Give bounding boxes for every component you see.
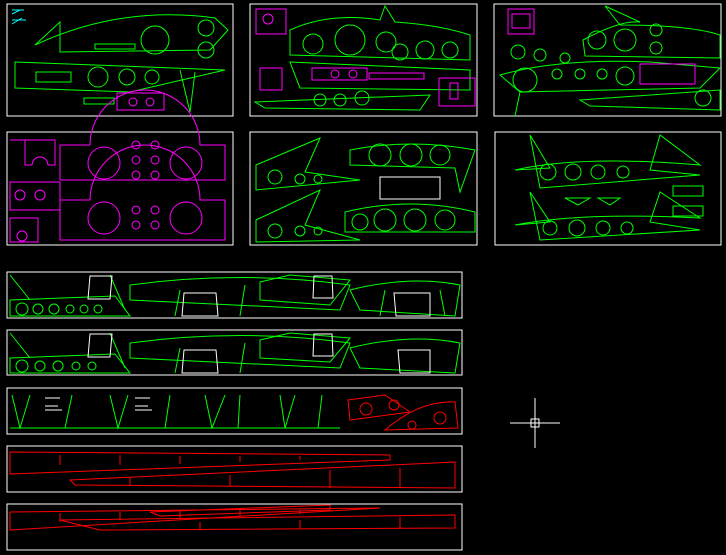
strip-2 [6,329,463,376]
sheet-5 [249,131,478,246]
sheet-1 [6,3,234,117]
strip-1 [6,271,463,319]
crosshair-icon [510,398,560,448]
strip-3 [6,387,463,435]
sheet-6 [494,131,722,246]
sheet-3 [493,3,722,117]
sheet-2 [249,3,478,117]
strip-5 [6,503,463,551]
strip-4 [6,445,463,493]
sheet-4 [6,89,234,246]
